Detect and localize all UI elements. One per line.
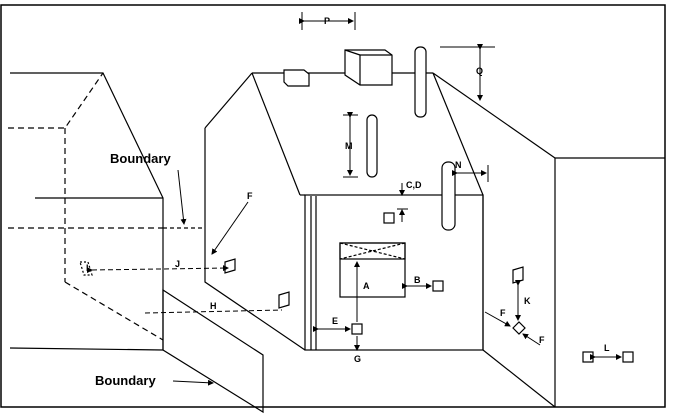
diagram-border <box>0 4 666 408</box>
label-I: I <box>86 263 89 273</box>
label-A: A <box>363 281 370 291</box>
label-F-right-2: F <box>539 335 545 345</box>
label-J: J <box>175 259 180 269</box>
boundary-label-lower: Boundary <box>95 373 156 388</box>
label-P: P <box>324 16 330 26</box>
label-G: G <box>354 354 361 364</box>
label-N: N <box>455 160 462 170</box>
label-M: M <box>345 141 353 151</box>
label-Q: Q <box>476 66 483 76</box>
dimension-arrows <box>86 12 622 386</box>
label-E: E <box>332 316 338 326</box>
window <box>339 242 406 298</box>
roof-objects <box>283 46 456 231</box>
label-H: H <box>210 301 217 311</box>
label-F-left: F <box>247 191 253 201</box>
boundary-label-upper: Boundary <box>110 151 171 166</box>
neighbouring-building <box>8 72 205 351</box>
label-L: L <box>604 343 610 353</box>
label-F-right-1: F <box>500 308 506 318</box>
label-B: B <box>414 275 421 285</box>
label-K: K <box>524 296 531 306</box>
boundary-fence <box>162 288 264 414</box>
main-building <box>204 72 665 408</box>
label-CD: C,D <box>406 180 422 190</box>
